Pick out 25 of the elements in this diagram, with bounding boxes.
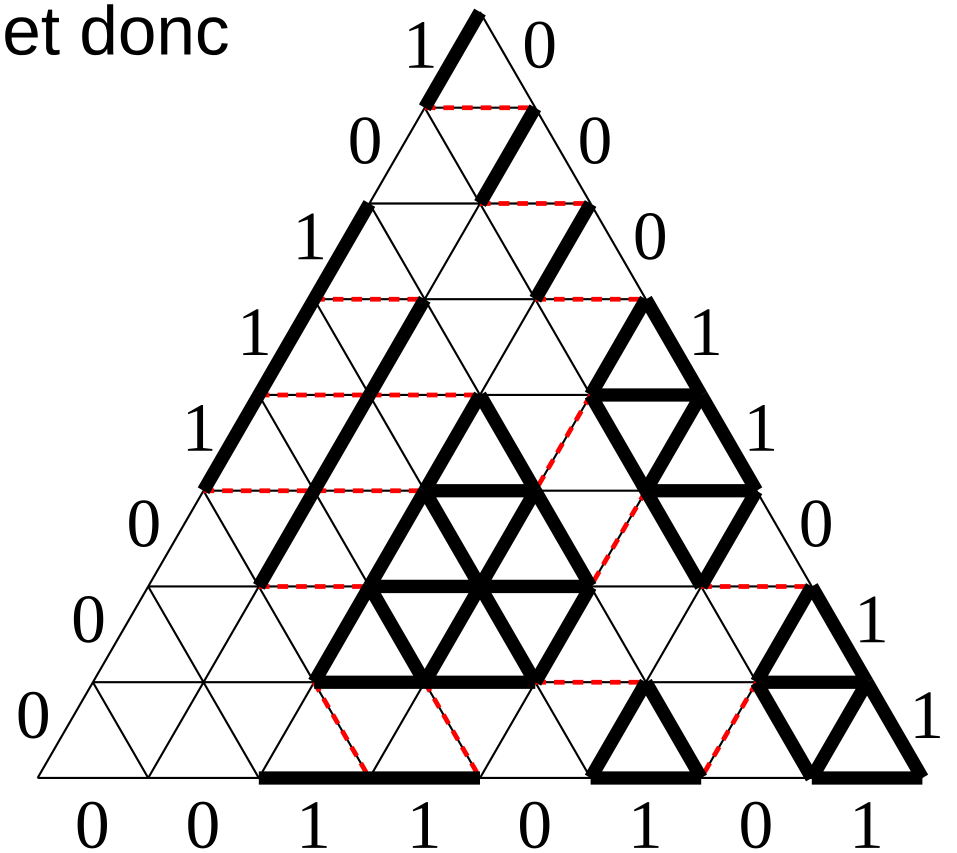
edge-value-label: 1 [634, 802, 658, 848]
edge-value-label: 1 [750, 404, 774, 451]
heading: et donc [5, 4, 228, 56]
edge-value-label: 1 [694, 309, 719, 355]
edge-value-label: 0 [350, 117, 380, 164]
edge-value-label: 0 [188, 802, 218, 848]
edge-value-label: 1 [302, 802, 327, 848]
edge-value-label: 0 [74, 596, 104, 643]
edge-value-label: 1 [243, 309, 268, 355]
edge-value-label: 1 [916, 692, 940, 738]
edge-value-label: 0 [801, 500, 831, 547]
edge-value-label: 1 [188, 404, 212, 451]
edge-value-label: 0 [129, 500, 159, 547]
edge-value-label: 0 [18, 692, 48, 738]
edge-value-label: 0 [636, 212, 665, 260]
edge-value-label: 1 [855, 802, 880, 848]
edge-value-label: 0 [741, 802, 771, 848]
edge-value-label: 1 [298, 213, 323, 260]
edge-value-label: 0 [524, 21, 554, 68]
edge-value-label: 0 [580, 117, 610, 164]
edge-value-label: 1 [860, 596, 885, 642]
edge-value-label: 0 [520, 802, 550, 848]
edge-value-label: 1 [412, 802, 438, 848]
edge-value-label: 1 [409, 22, 434, 68]
edge-value-label: 0 [78, 802, 107, 848]
